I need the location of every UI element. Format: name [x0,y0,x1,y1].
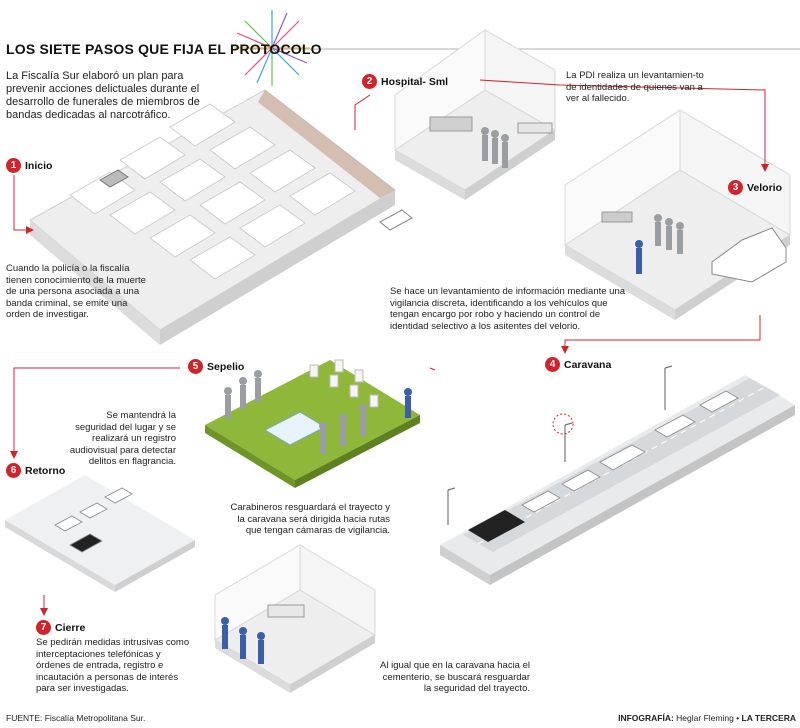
step-3: 3 Velorio [728,180,782,195]
credit-name: Heglar Fleming • [676,713,740,723]
arrow-4-to-5 [429,367,436,371]
step-4-label: Caravana [564,358,612,371]
step-1: 1 Inicio [6,158,52,173]
credit-label: INFOGRAFÍA: [618,713,674,723]
retorno-text: Al igual que en la caravana hacia el cem… [380,660,530,694]
arrow-2-to-3 [479,79,769,172]
retorno-illustration [5,475,195,592]
source-note: FUENTE: Fiscalía Metropolitana Sur. [6,713,146,723]
credit-line: INFOGRAFÍA: Heglar Fleming • LA TERCERA [618,713,796,723]
step-6-badge: 6 [6,463,21,478]
credit-outlet: LA TERCERA [741,713,796,723]
step-2: 2 Hospital- Sml [362,74,448,89]
step-4-badge: 4 [545,357,560,372]
flow-arrows [10,79,769,616]
step-6-label: Retorno [25,464,66,477]
step-1-label: Inicio [25,159,53,172]
arrow-1-to-2 [354,94,371,130]
hospital-illustration [394,29,556,200]
inicio-text: Cuando la policía o la fiscalía tienen c… [6,263,146,320]
velorio-illustration [564,109,791,320]
sepelio-text: Se mantendrá la seguridad del lugar y se… [69,410,176,467]
step-5-label: Sepelio [207,360,245,373]
caravana-text: Carabineros resguardará el trayecto y la… [230,502,390,536]
step-5: 5 Sepelio [188,359,244,374]
cierre-illustration [214,544,376,693]
step-7-label: Cierre [55,621,86,634]
cierre-text: Se pedirán medidas intrusivas como inter… [36,637,190,694]
hospital-text: La PDI realiza un levantamien-to de iden… [566,70,704,104]
step-3-label: Velorio [747,181,783,194]
step-5-badge: 5 [188,359,203,374]
velorio-text: Se hace un levantamiento de información … [390,286,626,332]
step-7: 7 Cierre [36,620,85,635]
step-2-label: Hospital- Sml [381,75,449,88]
step-7-badge: 7 [36,620,51,635]
step-6: 6 Retorno [6,463,65,478]
step-4: 4 Caravana [545,357,611,372]
step-1-badge: 1 [6,158,21,173]
step-2-badge: 2 [362,74,377,89]
caravana-illustration [440,365,795,585]
arrow-1-to-neighborhood [13,175,34,234]
intro-text: La Fiscalía Sur elaboró un plan para pre… [6,70,200,121]
arrow-5-to-6 [10,367,180,459]
neighborhood-illustration [29,89,413,345]
arrow-3-to-4 [561,315,761,354]
step-3-badge: 3 [728,180,743,195]
sepelio-illustration [205,359,420,488]
page-title: LOS SIETE PASOS QUE FIJA EL PROTOCOLO [6,41,322,57]
fireworks-icon [234,10,310,86]
